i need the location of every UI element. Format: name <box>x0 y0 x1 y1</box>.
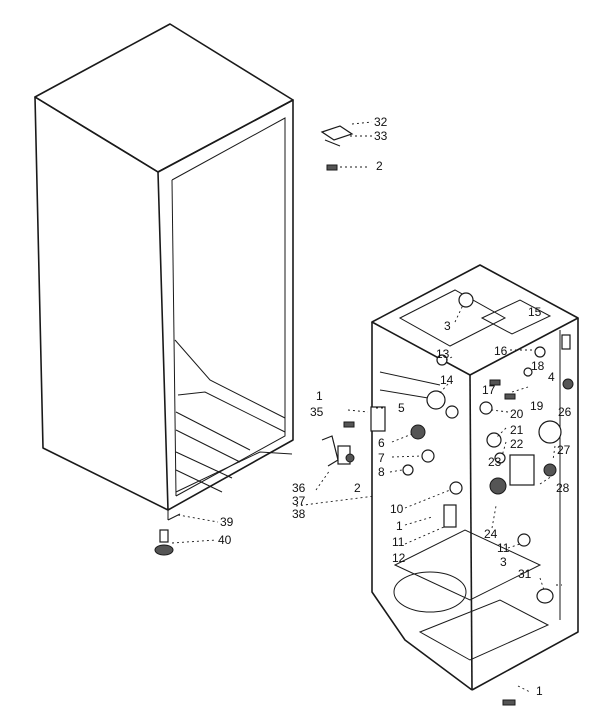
callout-19: 19 <box>530 399 544 413</box>
callout-1-bottom: 1 <box>536 684 543 698</box>
callout-labels: 32 33 2 39 40 3 15 13 16 18 4 17 14 19 2… <box>218 115 572 698</box>
cabinet-outer-shell <box>34 23 294 521</box>
callout-8: 8 <box>378 465 385 479</box>
callout-22: 22 <box>510 437 524 451</box>
callout-17: 17 <box>482 383 496 397</box>
callout-18: 18 <box>531 359 545 373</box>
callout-36: 36 <box>292 481 306 495</box>
callout-16: 16 <box>494 344 508 358</box>
callout-3-bottom: 3 <box>500 555 507 569</box>
callout-24: 24 <box>484 527 498 541</box>
liner-parts <box>370 292 574 604</box>
callout-40: 40 <box>218 533 232 547</box>
callout-2-mid: 2 <box>354 481 361 495</box>
callout-4: 4 <box>548 370 555 384</box>
callout-14: 14 <box>440 373 454 387</box>
callout-33: 33 <box>374 129 388 143</box>
callout-38: 38 <box>292 507 306 521</box>
callout-5: 5 <box>398 401 405 415</box>
callout-20: 20 <box>510 407 524 421</box>
leader-lines <box>347 304 562 591</box>
callout-6: 6 <box>378 436 385 450</box>
callout-27: 27 <box>557 443 571 457</box>
callout-37: 37 <box>292 494 306 508</box>
callout-12: 12 <box>392 551 406 565</box>
callout-31: 31 <box>518 567 532 581</box>
callout-1-left: 1 <box>316 389 323 403</box>
callout-35: 35 <box>310 405 324 419</box>
callout-15: 15 <box>528 305 542 319</box>
top-hinge-bracket-part <box>320 125 354 171</box>
door-stop-bracket-part <box>321 421 355 467</box>
callout-3-top: 3 <box>444 319 451 333</box>
callout-32: 32 <box>374 115 388 129</box>
callout-11-left: 11 <box>392 535 405 549</box>
callout-23: 23 <box>488 455 502 469</box>
cabinet-inner-liner <box>371 264 579 691</box>
callout-39: 39 <box>220 515 234 529</box>
callout-2-top: 2 <box>376 159 383 173</box>
callout-28: 28 <box>556 481 570 495</box>
callout-21: 21 <box>510 423 524 437</box>
callout-26: 26 <box>558 405 572 419</box>
callout-10: 10 <box>390 502 404 516</box>
callout-11-right: 11 <box>497 541 510 555</box>
callout-7: 7 <box>378 451 385 465</box>
leveling-leg-part <box>154 529 174 556</box>
callout-13: 13 <box>436 347 450 361</box>
callout-1-mid: 1 <box>396 519 403 533</box>
